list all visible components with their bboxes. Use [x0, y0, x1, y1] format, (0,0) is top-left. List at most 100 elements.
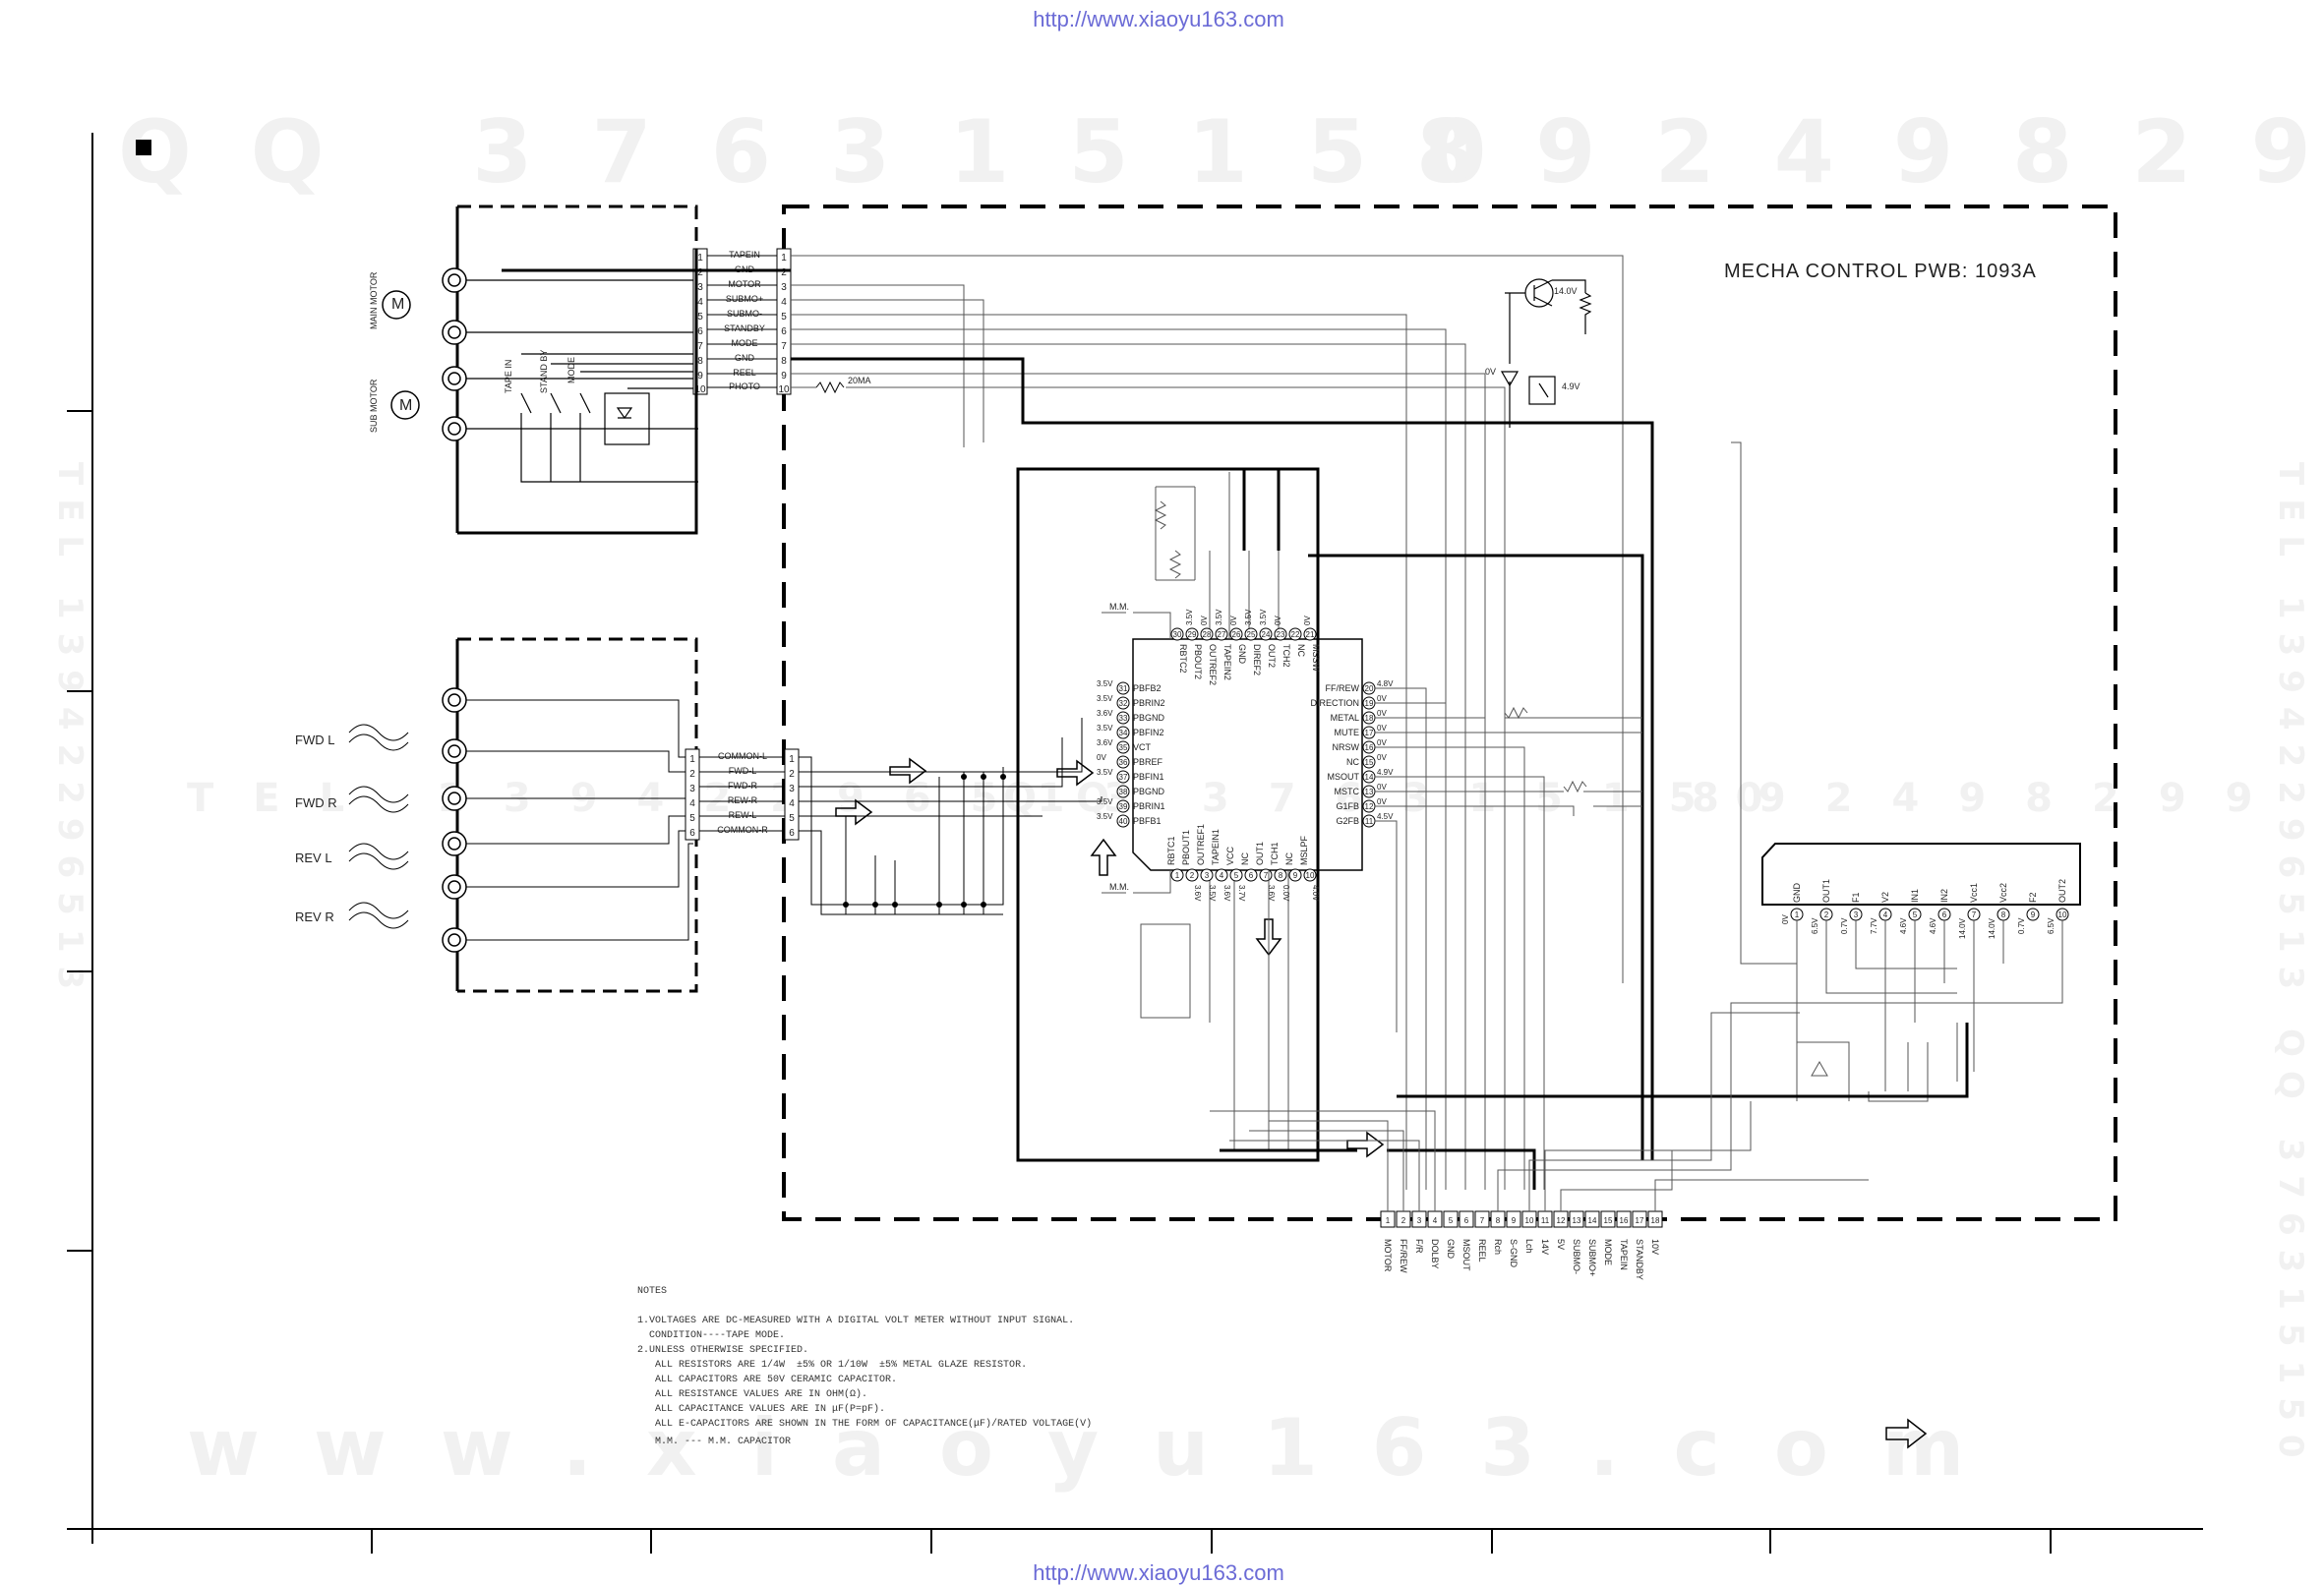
- svg-text:3: 3: [1854, 910, 1859, 919]
- svg-text:5: 5: [1913, 910, 1918, 919]
- svg-text:3.6V: 3.6V: [1222, 885, 1231, 902]
- svg-text:8: 8: [781, 356, 787, 367]
- svg-text:32: 32: [1119, 699, 1128, 708]
- svg-text:10V: 10V: [1650, 1239, 1660, 1255]
- svg-text:7: 7: [781, 341, 787, 352]
- bottom-connector: 1 2 3 4 5 6 7 8 9 10 11 12 13 14 15 16 1…: [1210, 870, 2063, 1280]
- svg-text:OUT2: OUT2: [1267, 644, 1277, 668]
- head-traces: [699, 718, 1102, 915]
- svg-text:4: 4: [781, 297, 787, 308]
- svg-text:11: 11: [1541, 1216, 1550, 1225]
- svg-text:6: 6: [697, 326, 703, 337]
- svg-text:18: 18: [1651, 1216, 1660, 1225]
- svg-text:14: 14: [1588, 1216, 1597, 1225]
- svg-text:DIRECTION: DIRECTION: [1311, 698, 1360, 708]
- svg-text:5: 5: [1234, 871, 1239, 880]
- svg-text:20: 20: [1365, 684, 1374, 693]
- svg-text:1: 1: [789, 754, 795, 765]
- svg-text:6: 6: [1464, 1216, 1469, 1225]
- svg-text:FF/REW: FF/REW: [1399, 1239, 1408, 1273]
- svg-text:0V: 0V: [1781, 914, 1790, 924]
- svg-text:28: 28: [1203, 630, 1212, 639]
- main-ic-top-pins: 30 29 28 27 26 25 24 23 22 21 RBTC2 PBOU…: [1170, 609, 1321, 685]
- signal-reel: REEL: [733, 368, 756, 378]
- svg-text:14.0V: 14.0V: [1988, 917, 1996, 939]
- svg-text:3.5V: 3.5V: [1097, 679, 1113, 688]
- note-line-4: ALL RESISTORS ARE 1/4W ±5% OR 1/10W ±5% …: [637, 1359, 1027, 1371]
- head-block: [348, 637, 698, 993]
- svg-text:6: 6: [781, 326, 787, 337]
- svg-text:9: 9: [2031, 910, 2036, 919]
- svg-text:RBTC2: RBTC2: [1178, 644, 1188, 674]
- svg-text:3.6V: 3.6V: [1097, 709, 1113, 718]
- svg-text:3.5V: 3.5V: [1097, 724, 1113, 733]
- svg-text:13: 13: [1573, 1216, 1581, 1225]
- svg-text:39: 39: [1119, 802, 1128, 811]
- svg-text:38: 38: [1119, 788, 1128, 796]
- signal-flow-arrows: [835, 757, 1385, 1158]
- svg-text:4.5V: 4.5V: [1377, 812, 1394, 821]
- svg-text:22: 22: [1291, 630, 1300, 639]
- header-url[interactable]: http://www.xiaoyu163.com: [1033, 7, 1284, 31]
- svg-text:23: 23: [1277, 630, 1285, 639]
- svg-text:PBRIN2: PBRIN2: [1133, 698, 1165, 708]
- svg-text:8: 8: [697, 356, 703, 367]
- sheet-frame: [67, 133, 2203, 1554]
- svg-text:SUBMO+: SUBMO+: [1587, 1239, 1597, 1276]
- svg-text:Vcc2: Vcc2: [1998, 883, 2008, 903]
- svg-text:2: 2: [1401, 1216, 1406, 1225]
- signal-motor: MOTOR: [728, 279, 761, 289]
- svg-text:3.5V: 3.5V: [1097, 812, 1113, 821]
- head-junctions: [843, 774, 1006, 908]
- signal-path-arrow-legend: [1885, 1418, 1928, 1449]
- svg-text:7: 7: [697, 341, 703, 352]
- footer-url[interactable]: http://www.xiaoyu163.com: [1033, 1560, 1284, 1585]
- svg-text:TAPEIN: TAPEIN: [1619, 1239, 1629, 1270]
- svg-text:17: 17: [1636, 1216, 1644, 1225]
- svg-text:VCC: VCC: [1225, 846, 1235, 865]
- svg-text:5V: 5V: [1556, 1239, 1566, 1250]
- board-title: MECHA CONTROL PWB: 1093A: [1724, 261, 2037, 282]
- svg-text:4.6V: 4.6V: [1899, 917, 1908, 934]
- svg-text:5: 5: [697, 312, 703, 323]
- signal-photo: PHOTO: [729, 382, 760, 391]
- svg-text:3: 3: [1417, 1216, 1422, 1225]
- svg-text:S-GND: S-GND: [1509, 1239, 1519, 1268]
- watermark-qq-top: QQ 376315150: [118, 101, 1545, 203]
- notes-block: NOTES 1.VOLTAGES ARE DC-MEASURED WITH A …: [637, 1286, 1092, 1447]
- svg-text:10: 10: [2058, 910, 2067, 919]
- svg-text:0V: 0V: [1200, 616, 1209, 625]
- svg-text:1: 1: [1175, 871, 1180, 880]
- note-line-1: 1.VOLTAGES ARE DC-MEASURED WITH A DIGITA…: [637, 1316, 1074, 1326]
- note-line-6: ALL RESISTANCE VALUES ARE IN OHM(Ω).: [637, 1388, 867, 1400]
- resistor-20ma-label: 20MA: [848, 376, 871, 385]
- transistor-voltage-0v: 0V: [1485, 367, 1496, 377]
- svg-text:4: 4: [697, 297, 703, 308]
- svg-text:4: 4: [1433, 1216, 1438, 1225]
- watermark-layer: QQ 376315150 892498299 TEL 13942296513 Q…: [50, 101, 2324, 1494]
- svg-text:4.8V: 4.8V: [1377, 679, 1394, 688]
- svg-text:12: 12: [1365, 802, 1374, 811]
- svg-text:RBTC1: RBTC1: [1166, 836, 1176, 865]
- svg-text:0V: 0V: [1377, 797, 1387, 806]
- svg-text:7: 7: [1480, 1216, 1485, 1225]
- watermark-left-side: TEL 13942296513: [50, 462, 89, 1003]
- svg-text:9: 9: [1293, 871, 1298, 880]
- svg-text:3: 3: [697, 282, 703, 293]
- svg-text:4: 4: [1220, 871, 1224, 880]
- signal-mode: MODE: [732, 338, 758, 348]
- svg-text:6.5V: 6.5V: [2047, 917, 2056, 934]
- svg-text:1: 1: [689, 754, 695, 765]
- mm-capacitor-bottom: M.M.: [1109, 882, 1129, 892]
- signal-common-l: COMMON-L: [718, 751, 767, 761]
- svg-text:4: 4: [1883, 910, 1888, 919]
- svg-text:3.5V: 3.5V: [1244, 609, 1253, 625]
- svg-text:PBFIN1: PBFIN1: [1133, 772, 1164, 782]
- svg-text:14.0V: 14.0V: [1958, 917, 1967, 939]
- transistor-voltage-49v: 4.9V: [1562, 382, 1580, 391]
- svg-text:SUBMO-: SUBMO-: [1572, 1239, 1581, 1274]
- svg-text:2: 2: [1190, 871, 1195, 880]
- svg-text:METAL: METAL: [1331, 713, 1359, 723]
- svg-text:Vcc1: Vcc1: [1969, 883, 1979, 903]
- svg-text:NRSW: NRSW: [1333, 742, 1360, 752]
